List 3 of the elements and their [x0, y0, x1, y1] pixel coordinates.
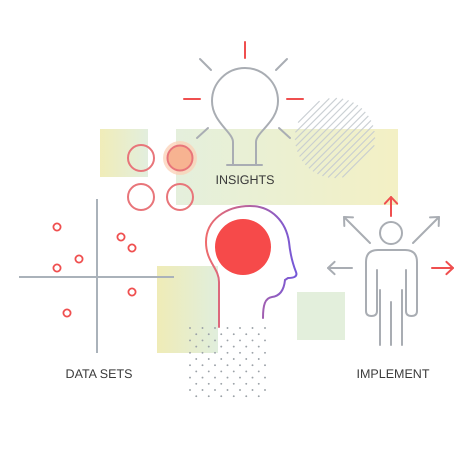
category-label: IMPLEMENT [356, 368, 430, 382]
category-label: DATA SETS [66, 368, 132, 382]
category-label: INSIGHTS [215, 174, 275, 188]
